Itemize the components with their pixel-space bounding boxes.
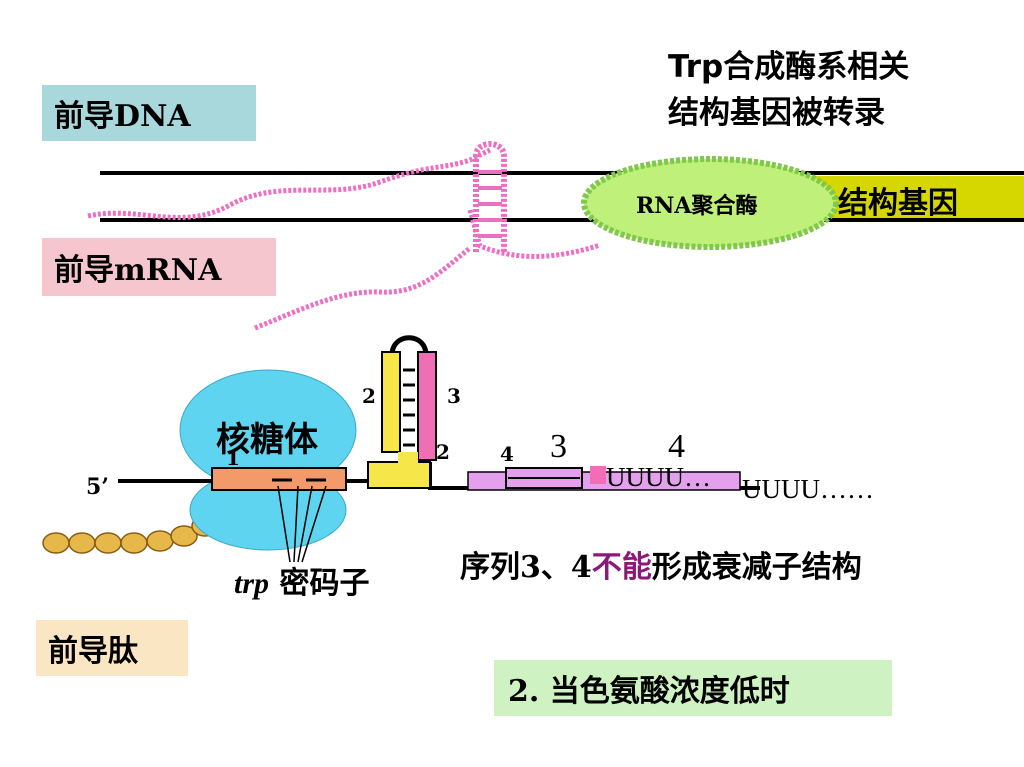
attenuator-statement-pre: 序列3、4 bbox=[460, 550, 592, 585]
leader-mrna-strand bbox=[87, 147, 601, 259]
attenuator-statement-emphasis: 不能 bbox=[591, 550, 652, 585]
mrna-hairpin-top bbox=[473, 141, 507, 252]
region-2-top bbox=[381, 351, 401, 453]
region-number-2-top: 2 bbox=[362, 384, 376, 408]
region-number-4-big: 4 bbox=[668, 428, 685, 465]
attenuator-statement: 序列3、4不能形成衰减子结构 bbox=[460, 542, 862, 586]
base-pair-lines bbox=[403, 368, 415, 447]
poly-u-sequence-2: UUUU…… bbox=[742, 474, 874, 504]
leader-mrna-strand-lower bbox=[254, 246, 472, 331]
region-number-4: 4 bbox=[500, 442, 514, 466]
condition-box: 2. 当色氨酸浓度低时 bbox=[494, 660, 892, 716]
structural-gene-label: 结构基因 bbox=[838, 186, 958, 221]
leader-dna-label: 前导DNA bbox=[42, 85, 256, 141]
stem-loop-backbone bbox=[389, 335, 429, 356]
region-2-base-inner bbox=[398, 452, 418, 466]
leader-peptide-label: 前导肽 bbox=[36, 620, 188, 676]
codon-pointer-lines bbox=[277, 485, 327, 563]
transcription-note-line1: Trp合成酶系相关 bbox=[668, 49, 910, 85]
transcription-note: Trp合成酶系相关 结构基因被转录 bbox=[668, 44, 909, 136]
codon-label: 密码子 bbox=[279, 566, 370, 601]
ribosome-label: 核糖体 bbox=[216, 420, 318, 460]
region-number-1: 1 bbox=[226, 446, 240, 470]
five-prime-label: 5’ bbox=[86, 474, 109, 500]
trp-italic-label: trp bbox=[234, 567, 270, 600]
attenuator-statement-post: 形成衰减子结构 bbox=[651, 550, 862, 585]
terminal-segment bbox=[590, 466, 606, 484]
poly-u-sequence-1: UUUU… bbox=[606, 462, 711, 492]
region-number-3-top: 3 bbox=[447, 384, 461, 408]
rna-polymerase bbox=[581, 156, 839, 250]
leader-mrna-label: 前导mRNA bbox=[42, 238, 276, 296]
leader-peptide-chain bbox=[42, 515, 219, 554]
region-number-2-bottom: 2 bbox=[436, 440, 450, 464]
region-3-top bbox=[417, 351, 437, 461]
trp-codon-label: trp 密码子 bbox=[234, 558, 369, 602]
region-number-3-big: 3 bbox=[550, 428, 567, 465]
rna-polymerase-label: RNA聚合酶 bbox=[636, 193, 758, 219]
transcription-note-line2: 结构基因被转录 bbox=[668, 95, 885, 131]
